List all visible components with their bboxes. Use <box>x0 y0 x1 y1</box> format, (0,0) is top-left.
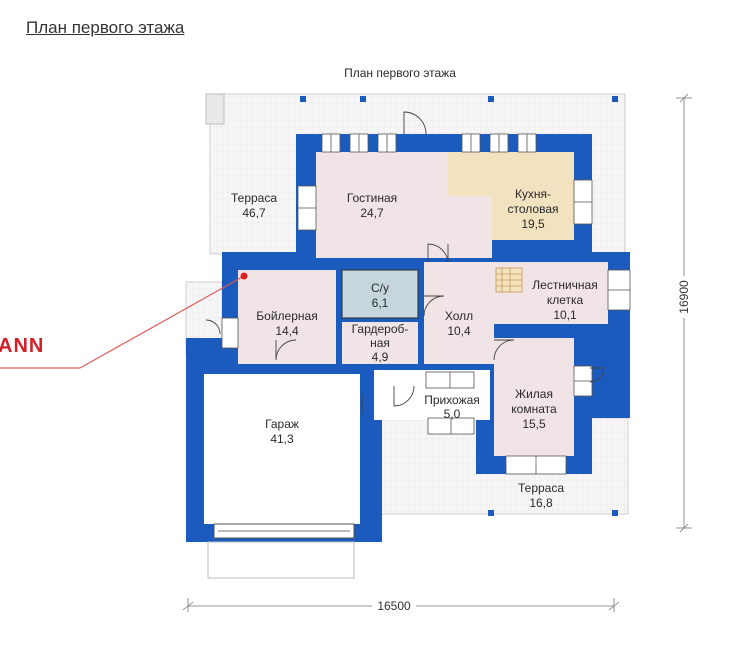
room-name-living: Гостиная <box>347 191 397 205</box>
room-area-stairs: 10,1 <box>553 308 577 322</box>
terrace-corner-steps <box>205 93 225 125</box>
room-area-kitchen: 19,5 <box>521 217 545 231</box>
room-kitchen-fill-2 <box>492 196 574 240</box>
staircase <box>495 267 523 293</box>
brand-label-fragment: ANN <box>0 335 44 357</box>
room-area-bathroom: 6,1 <box>372 296 389 310</box>
room-area-entrance: 5,0 <box>444 407 461 421</box>
page-title: План первого этажа <box>26 18 185 37</box>
room-area-garage: 41,3 <box>270 432 294 446</box>
room-name-bedroom-line2: комната <box>511 402 557 416</box>
room-area-wardrobe: 4,9 <box>372 350 389 364</box>
room-area-terrace-small: 16,8 <box>529 496 553 510</box>
plan-caption: План первого этажа <box>344 66 456 80</box>
room-name-bedroom-line1: Жилая <box>515 387 553 401</box>
room-name-stairs-line1: Лестничная <box>532 278 597 292</box>
room-bath-fill <box>341 269 419 319</box>
dimension-width-label: 16500 <box>377 599 411 613</box>
room-name-hall: Холл <box>445 309 473 323</box>
room-name-wardrobe-line2: ная <box>370 336 390 350</box>
room-name-kitchen-line2: столовая <box>508 202 559 216</box>
room-labels: Терраса 46,7 Гостиная 24,7 Кухня- столов… <box>231 187 598 510</box>
room-name-wardrobe-line1: Гардероб- <box>352 322 409 336</box>
room-name-stairs-line2: клетка <box>547 293 584 307</box>
room-boiler-fill <box>238 270 336 364</box>
room-name-kitchen-line1: Кухня- <box>515 187 551 201</box>
room-wardrobe-fill <box>342 322 418 364</box>
dimension-height-label: 16900 <box>677 280 691 314</box>
room-area-boiler: 14,4 <box>275 324 299 338</box>
room-name-terrace-small: Терраса <box>518 481 564 495</box>
room-name-garage: Гараж <box>265 417 299 431</box>
room-hall-fill <box>424 262 494 364</box>
room-area-bedroom: 15,5 <box>522 417 546 431</box>
dimension-width-bg <box>372 598 416 612</box>
doors <box>205 111 605 414</box>
room-area-living: 24,7 <box>360 206 384 220</box>
terrace-posts <box>300 96 618 516</box>
room-living-fill <box>316 152 448 258</box>
garage-door <box>207 523 355 579</box>
room-area-terrace-large: 46,7 <box>242 206 266 220</box>
room-bedroom-fill <box>494 338 574 456</box>
dimension-height-bg <box>676 276 692 318</box>
boiler-callout <box>0 272 248 369</box>
room-name-boiler: Бойлерная <box>256 309 317 323</box>
room-living-fill-2 <box>448 196 492 258</box>
windows <box>221 133 631 475</box>
room-name-bathroom: С/у <box>371 281 389 295</box>
room-garage-fill <box>204 374 360 524</box>
room-area-hall: 10,4 <box>447 324 471 338</box>
room-name-entrance: Прихожая <box>424 393 480 407</box>
room-kitchen-fill <box>448 152 574 196</box>
room-name-terrace-large: Терраса <box>231 191 277 205</box>
